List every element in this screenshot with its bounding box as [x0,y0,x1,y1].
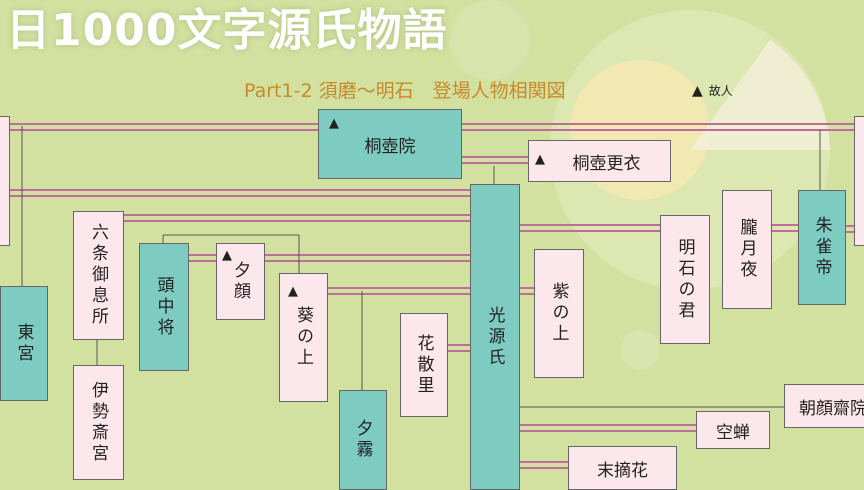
node-kiritsubo-in[interactable]: ▲ 桐壺院 [318,109,462,179]
node-murasaki[interactable]: 紫の上 [534,249,584,378]
page-title: 日1000文字源氏物語 [6,5,448,56]
legend: ▲ 故人 [692,82,733,99]
diagram-subtitle: Part1-2 須磨〜明石 登場人物相関図 [244,80,566,102]
node-label: 明石の君 [674,237,695,322]
node-label: 伊勢斎宮 [88,380,108,465]
node-label: 末摘花 [597,460,648,481]
node-label: 六条御息所 [88,223,108,328]
node-label: 桐壺院 [364,136,416,157]
node-yugao[interactable]: ▲ 夕顔 [216,243,265,320]
node-label: 空蝉 [716,422,750,443]
node-label: 光源氏 [484,305,505,369]
node-hanachirusato[interactable]: 花散里 [400,313,448,417]
node-right-edge [854,116,864,246]
deceased-marker-icon: ▲ [329,116,339,131]
node-ise[interactable]: 伊勢斎宮 [73,365,124,480]
node-label: 夕霧 [352,419,373,461]
node-label: 朧月夜 [736,218,757,281]
node-oborozukiyo[interactable]: 朧月夜 [722,190,772,309]
node-label: 花散里 [413,333,434,397]
node-label: 葵の上 [293,306,313,369]
node-aoi[interactable]: ▲ 葵の上 [279,273,328,402]
node-label: 桐壺更衣 [572,153,641,174]
node-label: 朱雀帝 [811,216,832,279]
deceased-marker-icon: ▲ [535,152,545,167]
node-kiritsubo-koui[interactable]: ▲ 桐壺更衣 [528,140,671,182]
deceased-marker-icon: ▲ [222,248,236,263]
node-label: 夕顔 [230,260,250,303]
node-yugiri[interactable]: 夕霧 [339,390,387,490]
node-suzaku[interactable]: 朱雀帝 [798,190,846,305]
node-togu[interactable]: 東宮 [0,286,48,401]
deceased-marker-icon: ▲ [288,284,302,299]
node-suetsumuhana[interactable]: 末摘花 [568,446,677,490]
node-utsusemi[interactable]: 空蝉 [696,411,770,449]
node-to-chujo[interactable]: 頭中将 [139,243,189,371]
node-genji[interactable]: 光源氏 [470,184,520,490]
deceased-marker-icon: ▲ [692,83,703,99]
node-left-edge [0,116,10,246]
node-asagao[interactable]: 朝顔齋院 [784,384,864,428]
legend-label: 故人 [708,84,733,98]
node-label: 紫の上 [548,282,569,345]
node-rokujo[interactable]: 六条御息所 [73,211,124,340]
node-label: 頭中将 [153,275,174,339]
node-label: 東宮 [13,322,34,365]
node-akashi[interactable]: 明石の君 [660,215,710,344]
node-label: 朝顔齋院 [799,398,864,419]
